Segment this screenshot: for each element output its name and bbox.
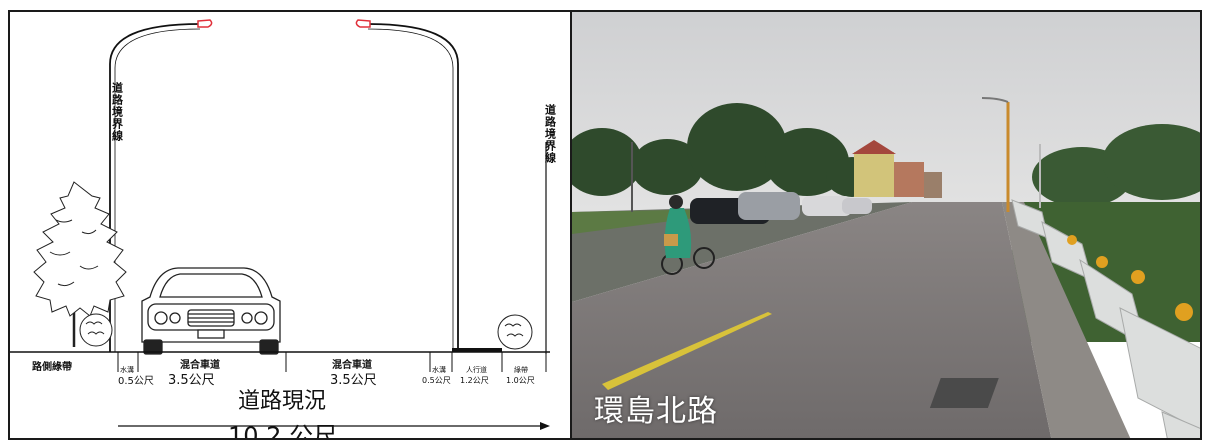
street-lamp-right (367, 23, 459, 352)
road-surface (572, 202, 1052, 438)
segment-width-ditch-left: 0.5公尺 (118, 375, 154, 387)
segment-width-lane-1: 3.5公尺 (168, 373, 215, 388)
segment-name-ditch-right: 水溝 (432, 365, 446, 374)
diagram-title: 道路現況 (238, 389, 326, 414)
road-shoulder (1002, 202, 1131, 438)
panel-divider (570, 12, 572, 438)
total-width-label: 10.2 公尺 (228, 422, 337, 440)
street-photo: 環島北路 (572, 12, 1200, 438)
barrier-reflectors (1067, 235, 1193, 321)
parked-cars (690, 192, 872, 224)
buildings (852, 140, 942, 198)
boundary-label-right: 道路境界線 (544, 103, 557, 164)
light-poles (631, 97, 1041, 212)
street-photo-illustration (572, 12, 1200, 438)
tree-illustration (33, 181, 127, 347)
street-lamp-left (109, 23, 201, 352)
cyclist (661, 195, 715, 275)
segment-name-verge: 路側綠帶 (32, 360, 72, 373)
segment-name-green: 綠帶 (514, 365, 528, 374)
yellow-line (602, 312, 772, 390)
segment-name-lane-1: 混合車道 (180, 358, 220, 371)
bush-right (497, 314, 533, 350)
segment-name-sidewalk: 人行道 (466, 365, 487, 374)
trees-left (572, 103, 878, 197)
car-front-illustration (141, 267, 281, 355)
segment-width-sidewalk: 1.2公尺 (460, 376, 489, 385)
cross-section-drawing: 道路境界線 道路境界線 路側綠帶 水溝 0.5公尺 混合車道 3.5公尺 混合車… (10, 19, 557, 440)
segment-name-ditch-left: 水溝 (120, 365, 134, 374)
sidewalk-slab (452, 348, 502, 352)
road-cross-section-diagram: 道路境界線 道路境界線 路側綠帶 水溝 0.5公尺 混合車道 3.5公尺 混合車… (10, 12, 570, 440)
total-width-arrow (118, 422, 550, 430)
lamp-head-left (197, 19, 213, 28)
segment-name-lane-2: 混合車道 (332, 358, 372, 371)
segment-width-green: 1.0公尺 (506, 376, 535, 385)
boundary-label-left: 道路境界線 (111, 81, 124, 142)
figure-frame: 道路境界線 道路境界線 路側綠帶 水溝 0.5公尺 混合車道 3.5公尺 混合車… (8, 10, 1202, 440)
photo-caption: 環島北路 (594, 394, 718, 429)
segment-width-lane-2: 3.5公尺 (330, 373, 377, 388)
drain-grate (929, 378, 999, 408)
concrete-barriers (1011, 199, 1200, 438)
bush-left (79, 313, 113, 347)
lamp-head-right (355, 19, 371, 28)
segment-width-ditch-right: 0.5公尺 (422, 376, 451, 385)
